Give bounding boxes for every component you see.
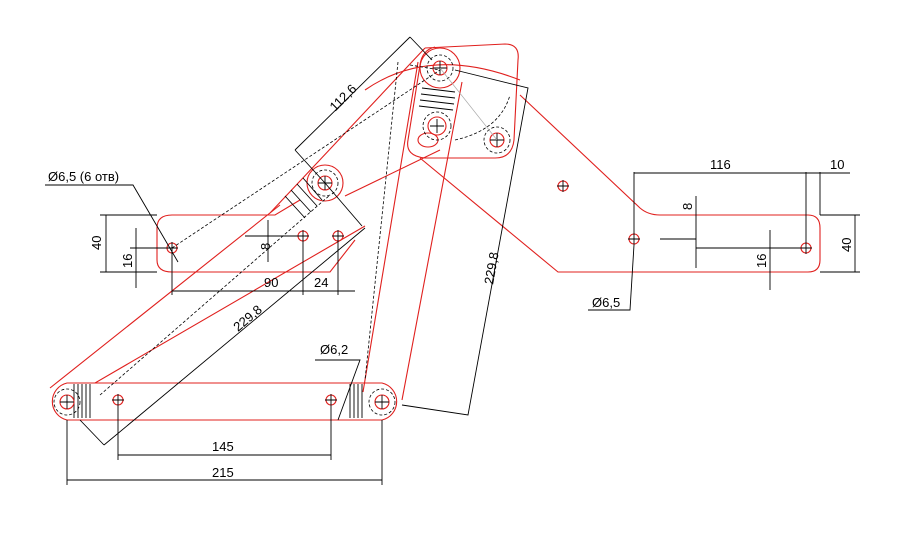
hole-note-left: Ø6,5 (6 отв) bbox=[48, 169, 119, 184]
vertical-link bbox=[362, 61, 463, 401]
dim-top-arm-length: 112,6 bbox=[327, 81, 360, 114]
dim-left-hole-spacing-2: 24 bbox=[314, 275, 328, 290]
dim-right-hole-offset: 16 bbox=[754, 254, 769, 268]
dimension-lines bbox=[45, 36, 860, 485]
hidden-lines bbox=[99, 61, 511, 396]
hole-note-right: Ø6,5 bbox=[592, 295, 620, 310]
dim-vertical-link-length: 229,8 bbox=[481, 251, 501, 286]
dim-left-hole-step: 8 bbox=[258, 243, 273, 250]
dim-left-hole-spacing: 90 bbox=[264, 275, 278, 290]
top-plate bbox=[407, 43, 519, 159]
dim-diagonal-link-length: 229,8 bbox=[230, 302, 265, 334]
top-arc bbox=[364, 64, 521, 91]
dim-right-hole-step: 8 bbox=[680, 203, 695, 210]
dim-right-end-offset: 10 bbox=[830, 157, 844, 172]
hole-note-bottom: Ø6,2 bbox=[320, 342, 348, 357]
right-plate bbox=[419, 94, 821, 273]
hatching bbox=[73, 87, 456, 418]
dim-bottom-hole-spacing: 145 bbox=[212, 439, 234, 454]
vertical-link-top-eye bbox=[419, 47, 461, 89]
dim-bottom-bar-length: 215 bbox=[212, 465, 234, 480]
center-line bbox=[439, 67, 498, 141]
left-diagonal-arm bbox=[49, 204, 366, 389]
upper-diagonal-arm bbox=[269, 47, 441, 214]
part-outlines bbox=[49, 43, 821, 421]
dim-left-hole-offset: 16 bbox=[120, 254, 135, 268]
dim-left-plate-height: 40 bbox=[89, 236, 104, 250]
dim-right-plate-height: 40 bbox=[839, 238, 854, 252]
dim-right-hole-spacing: 116 bbox=[710, 157, 731, 172]
